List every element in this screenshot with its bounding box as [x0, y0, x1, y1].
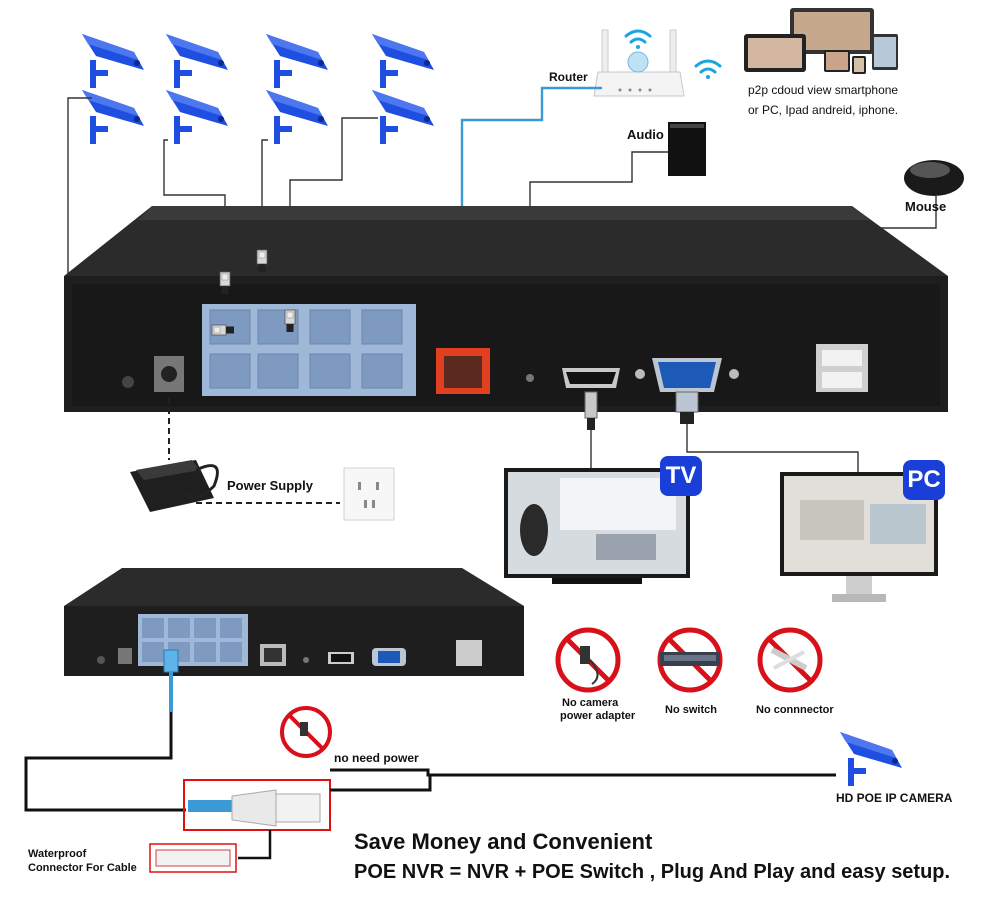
waterproof-label-1: Waterproof: [28, 848, 87, 860]
wall-socket-icon: [343, 467, 395, 521]
p2p-label-line2: or PC, Ipad andreid, iphone.: [748, 103, 899, 117]
router-icon: [593, 29, 685, 97]
headline: Save Money and Convenient: [354, 829, 653, 854]
hd-poe-camera-label: HD POE IP CAMERA: [836, 791, 953, 805]
nvr-main: [64, 206, 948, 412]
nvr-small: [64, 568, 524, 676]
rj45-connector-icon: [188, 789, 321, 827]
mouse-label: Mouse: [905, 199, 947, 214]
no-camera-adapter-label-1: No camera: [562, 697, 619, 709]
no-camera-adapter-label-2: power adapter: [560, 710, 636, 722]
no-need-power-label: no need power: [334, 751, 419, 765]
power-adapter-icon: [130, 460, 219, 512]
wifi-icon: [624, 29, 722, 79]
prohibit-icon: [760, 630, 820, 690]
network-switch-icon: [660, 630, 720, 690]
subline: POE NVR = NVR + POE Switch , Plug And Pl…: [354, 861, 951, 883]
pc-badge: PC: [903, 460, 945, 500]
prohibit-icon: [282, 708, 330, 756]
mouse-icon: [904, 160, 964, 196]
tv-icon: [504, 468, 690, 584]
no-connector-label: No connnector: [756, 704, 834, 716]
no-switch-label: No switch: [665, 704, 717, 716]
router-cable: [460, 86, 602, 305]
devices-icon: [744, 8, 898, 74]
speaker-icon: [668, 122, 706, 176]
prohibit-icon: [558, 630, 618, 690]
camera-line-right: [330, 768, 836, 777]
power-supply-label: Power Supply: [227, 478, 313, 493]
connector-highlight: [183, 779, 331, 831]
waterproof-label-2: Connector For Cable: [28, 862, 137, 874]
router-label: Router: [549, 70, 588, 84]
vga-cable: [686, 424, 859, 472]
camera-line-left: [24, 712, 186, 812]
ip-camera-icon: [82, 34, 434, 144]
p2p-label-line1: p2p cdoud view smartphone: [748, 83, 899, 97]
audio-label: Audio: [627, 127, 664, 142]
tv-badge: TV: [660, 456, 702, 496]
